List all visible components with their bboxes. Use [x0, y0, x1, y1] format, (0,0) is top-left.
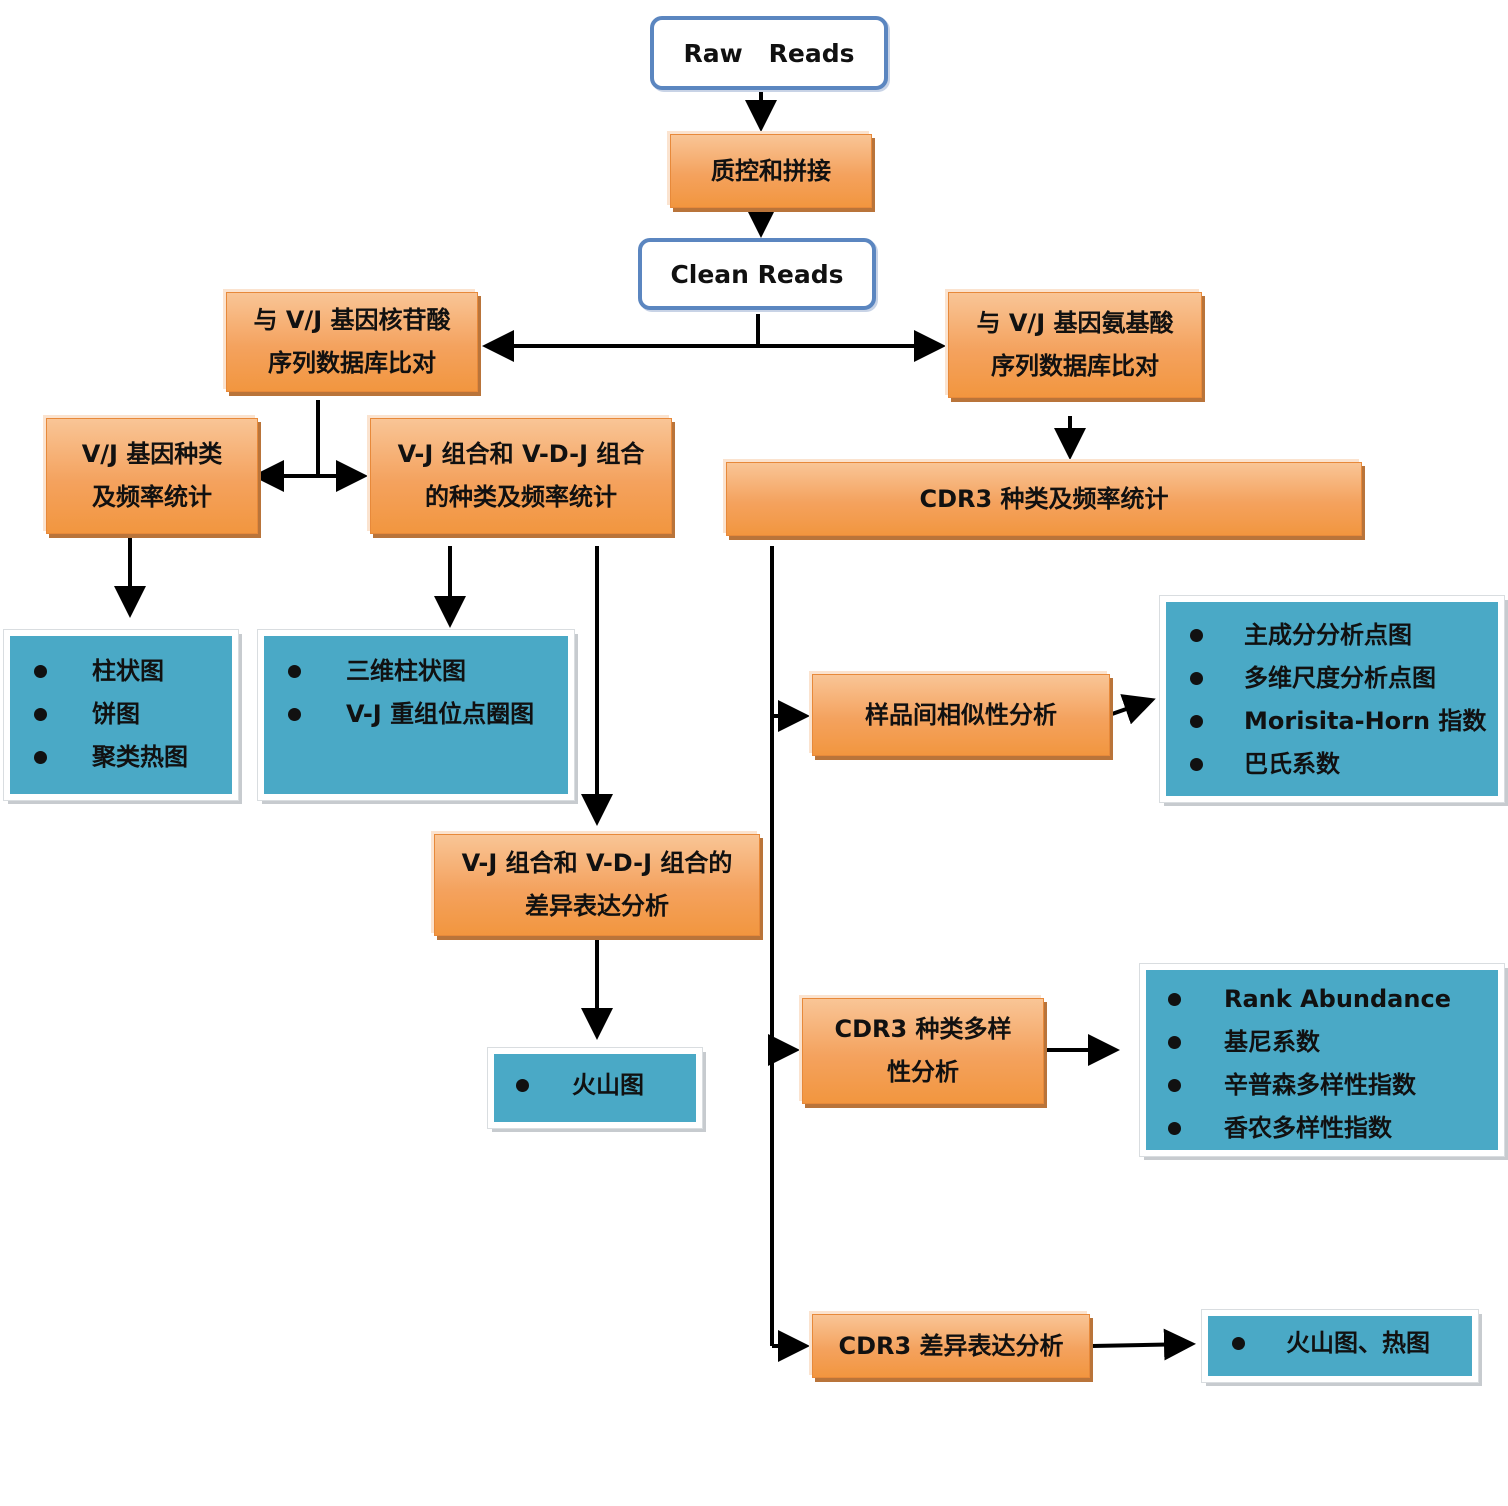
vj-stats-node: V/J 基因种类 及频率统计	[46, 418, 258, 534]
vdj-stats-label-1: V-J 组合和 V-D-J 组合	[397, 440, 645, 468]
cdr3-diff-output-label: 火山图、热图	[1286, 1329, 1430, 1357]
bullet-icon	[1168, 993, 1181, 1006]
list-item: 多维尺度分析点图	[1190, 657, 1498, 700]
bullet-icon	[1168, 1079, 1181, 1092]
cdr3-stats-label: CDR3 种类及频率统计	[919, 484, 1169, 513]
similarity-output-label: 巴氏系数	[1244, 750, 1340, 778]
diversity-node: CDR3 种类多样 性分析	[802, 998, 1044, 1104]
arrow-similarity-out	[1111, 694, 1156, 725]
list-item: 辛普森多样性指数	[1168, 1064, 1498, 1107]
diversity-output-label: 辛普森多样性指数	[1224, 1071, 1416, 1099]
diversity-label-2: 性分析	[887, 1058, 959, 1086]
bullet-icon	[288, 665, 301, 678]
bullet-icon	[1190, 758, 1203, 771]
bullet-icon	[34, 708, 47, 721]
bullet-icon	[1190, 715, 1203, 728]
vj-stats-label-1: V/J 基因种类	[81, 440, 223, 468]
qc-label: 质控和拼接	[711, 156, 831, 185]
vdj-diff-node: V-J 组合和 V-D-J 组合的 差异表达分析	[434, 834, 760, 936]
list-item: 饼图	[34, 693, 232, 736]
vj-chart-label: 柱状图	[92, 657, 164, 685]
arrow-cdr3-diff-out	[1091, 1328, 1196, 1361]
diversity-outputs-box: Rank Abundance 基尼系数 辛普森多样性指数 香农多样性指数	[1140, 964, 1504, 1156]
bullet-icon	[1190, 672, 1203, 685]
vdj-diff-label-1: V-J 组合和 V-D-J 组合的	[461, 849, 733, 877]
similarity-node: 样品间相似性分析	[812, 674, 1110, 756]
nt-align-label-1: 与 V/J 基因核苷酸	[253, 306, 451, 334]
list-item: V-J 重组位点圈图	[288, 693, 568, 736]
volcano-label: 火山图	[572, 1071, 644, 1099]
list-item: 柱状图	[34, 650, 232, 693]
cdr3-stats-node: CDR3 种类及频率统计	[726, 462, 1362, 536]
similarity-output-label: 主成分分析点图	[1244, 621, 1412, 649]
diversity-output-label: 基尼系数	[1224, 1028, 1320, 1056]
vdj-stats-label-2: 的种类及频率统计	[425, 483, 617, 511]
volcano-box: 火山图	[488, 1048, 702, 1128]
cdr3-diff-label: CDR3 差异表达分析	[838, 1331, 1064, 1360]
similarity-label: 样品间相似性分析	[865, 700, 1057, 729]
raw-reads-label-right: Reads	[768, 38, 855, 68]
bullet-icon	[1168, 1122, 1181, 1135]
cdr3-diff-node: CDR3 差异表达分析	[812, 1314, 1090, 1378]
vdj-charts-box: 三维柱状图 V-J 重组位点圈图	[258, 630, 574, 800]
bullet-icon	[288, 708, 301, 721]
clean-reads-node: Clean Reads	[638, 238, 876, 310]
vj-chart-label: 聚类热图	[92, 743, 188, 771]
bullet-icon	[34, 751, 47, 764]
vj-charts-box: 柱状图 饼图 聚类热图	[4, 630, 238, 800]
similarity-output-label: Morisita-Horn 指数	[1244, 707, 1487, 735]
diversity-label-1: CDR3 种类多样	[834, 1015, 1012, 1043]
bullet-icon	[1168, 1036, 1181, 1049]
diversity-output-label: 香农多样性指数	[1224, 1114, 1392, 1142]
vj-stats-label-2: 及频率统计	[92, 483, 212, 511]
list-item: 火山图、热图	[1232, 1322, 1472, 1365]
nt-align-label-2: 序列数据库比对	[268, 349, 436, 377]
clean-reads-label: Clean Reads	[670, 259, 844, 289]
nt-align-node: 与 V/J 基因核苷酸 序列数据库比对	[226, 292, 478, 392]
vj-chart-label: 饼图	[92, 700, 140, 728]
vdj-chart-label: V-J 重组位点圈图	[346, 700, 535, 728]
vdj-diff-label-2: 差异表达分析	[525, 892, 669, 920]
vdj-chart-label: 三维柱状图	[346, 657, 466, 685]
aa-align-label-2: 序列数据库比对	[991, 352, 1159, 380]
bullet-icon	[1232, 1337, 1245, 1350]
bullet-icon	[516, 1079, 529, 1092]
list-item: 巴氏系数	[1190, 743, 1498, 786]
similarity-output-label: 多维尺度分析点图	[1244, 664, 1436, 692]
list-item: 香农多样性指数	[1168, 1107, 1498, 1150]
vdj-stats-node: V-J 组合和 V-D-J 组合 的种类及频率统计	[370, 418, 672, 534]
list-item: Morisita-Horn 指数	[1190, 700, 1498, 743]
aa-align-node: 与 V/J 基因氨基酸 序列数据库比对	[948, 292, 1202, 398]
list-item: 火山图	[516, 1064, 696, 1107]
aa-align-label-1: 与 V/J 基因氨基酸	[976, 309, 1174, 337]
bullet-icon	[1190, 629, 1203, 642]
bullet-icon	[34, 665, 47, 678]
qc-node: 质控和拼接	[670, 134, 872, 208]
raw-reads-node: Raw Reads	[650, 16, 888, 90]
list-item: 三维柱状图	[288, 650, 568, 693]
list-item: Rank Abundance	[1168, 978, 1498, 1021]
list-item: 聚类热图	[34, 736, 232, 779]
list-item: 主成分分析点图	[1190, 614, 1498, 657]
cdr3-diff-outputs-box: 火山图、热图	[1202, 1310, 1478, 1382]
similarity-outputs-box: 主成分分析点图 多维尺度分析点图 Morisita-Horn 指数 巴氏系数	[1160, 596, 1504, 802]
list-item: 基尼系数	[1168, 1021, 1498, 1064]
diversity-output-label: Rank Abundance	[1224, 985, 1451, 1013]
raw-reads-label-left: Raw	[683, 38, 743, 68]
